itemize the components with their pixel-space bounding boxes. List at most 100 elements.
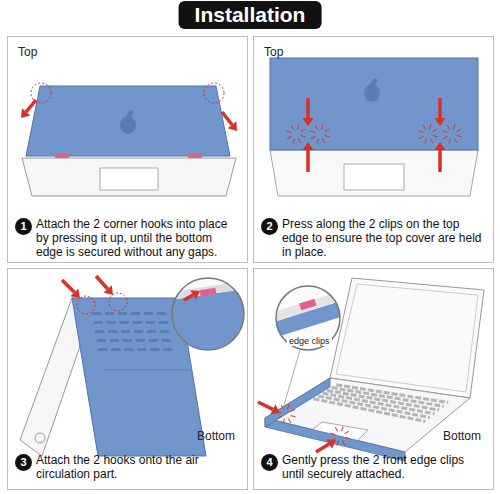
red-arrow-shaft	[96, 276, 108, 289]
callout-number: 1	[15, 218, 32, 235]
press-burst	[287, 404, 288, 409]
press-burst	[442, 131, 447, 132]
magnifier-detail	[274, 284, 344, 354]
air-vent	[110, 339, 119, 342]
air-vent	[105, 312, 114, 315]
air-vent	[144, 312, 153, 315]
red-arrow-shaft	[62, 280, 74, 292]
press-burst	[330, 433, 335, 434]
press-burst	[454, 138, 456, 142]
callout-number: 2	[261, 218, 278, 235]
leader-line	[282, 350, 300, 412]
part-label: edge clips	[287, 336, 332, 346]
air-vent	[150, 348, 159, 351]
highlight-circle	[77, 296, 95, 314]
air-vent	[159, 321, 168, 324]
air-vent	[149, 339, 158, 342]
air-vent	[107, 321, 116, 324]
press-burst	[429, 124, 430, 129]
red-arrow-head	[228, 121, 237, 131]
press-burst	[425, 139, 426, 144]
view-label: Bottom	[443, 429, 481, 443]
red-arrow-head	[435, 118, 446, 126]
instruction-text: Press along the 2 clips on the top edge …	[282, 217, 488, 259]
red-arrow-shaft	[438, 150, 442, 172]
red-arrow-head	[190, 290, 200, 300]
red-arrow-head	[303, 118, 314, 126]
press-burst	[418, 131, 423, 132]
callout-number: 4	[261, 454, 278, 471]
press-burst	[315, 125, 317, 129]
press-burst	[449, 139, 450, 144]
trackpad	[344, 164, 404, 190]
corner-hook	[188, 153, 202, 158]
red-arrow-shaft	[184, 295, 193, 300]
air-vent	[147, 330, 156, 333]
press-burst	[317, 139, 318, 144]
press-burst	[293, 139, 294, 144]
press-burst	[447, 125, 449, 129]
press-burst	[322, 138, 324, 142]
press-burst	[419, 136, 423, 138]
red-arrow-head	[270, 405, 280, 415]
air-vent	[94, 321, 103, 324]
air-vent	[124, 348, 133, 351]
magnifier-bg	[170, 276, 250, 356]
press-burst	[457, 135, 462, 136]
press-burst	[300, 129, 304, 131]
press-burst	[456, 129, 460, 131]
step-number: 4	[261, 454, 278, 471]
red-arrow-head	[326, 439, 336, 448]
press-burst	[325, 135, 330, 136]
press-burst	[430, 138, 432, 142]
press-burst	[281, 405, 283, 409]
press-burst	[290, 409, 294, 411]
laptop-base	[265, 378, 470, 452]
screen-inner	[336, 284, 478, 392]
press-burst	[331, 438, 335, 440]
red-arrow-head	[70, 288, 80, 298]
press-burst	[324, 129, 328, 131]
laptop-foot	[35, 433, 45, 443]
red-arrow-head	[21, 108, 30, 118]
magnifier-ring	[276, 286, 340, 350]
corner-hook	[55, 153, 69, 158]
air-vent	[98, 348, 107, 351]
red-arrow-shaft	[258, 402, 273, 409]
red-arrow-shaft	[316, 444, 329, 452]
top-cover	[270, 58, 478, 150]
step-panel: BottomGently press the 2 front edge clip…	[253, 268, 494, 490]
view-label: Top	[264, 45, 283, 59]
air-vent	[108, 330, 117, 333]
air-vent	[97, 339, 106, 342]
step-panel: TopPress along the 2 clips on the top ed…	[253, 36, 494, 263]
air-vent	[136, 339, 145, 342]
air-vent	[120, 321, 129, 324]
keyboard-row	[318, 396, 430, 418]
press-burst	[432, 129, 436, 131]
step-panel: TopAttach the 2 corner hooks into place …	[7, 36, 248, 263]
press-burst	[321, 124, 322, 129]
press-burst	[335, 427, 337, 431]
press-burst	[283, 419, 284, 424]
press-burst	[288, 418, 290, 422]
highlight-circle	[109, 293, 127, 311]
step-number: 3	[15, 454, 32, 471]
apple-logo	[364, 84, 380, 102]
press-burst	[298, 138, 300, 142]
laptop-base	[270, 150, 478, 196]
press-burst	[345, 437, 350, 438]
air-vent	[157, 312, 166, 315]
press-burst	[423, 125, 425, 129]
hook	[200, 288, 217, 296]
red-arrow-head	[435, 142, 446, 150]
air-vent	[131, 312, 140, 315]
press-burst	[311, 136, 315, 138]
top-cover	[26, 86, 230, 156]
red-arrow-shaft	[306, 98, 310, 118]
air-vent	[137, 348, 146, 351]
red-arrow-shaft	[26, 100, 36, 112]
air-vent	[111, 348, 120, 351]
air-vent	[134, 330, 143, 333]
keyboard-row	[313, 399, 425, 422]
